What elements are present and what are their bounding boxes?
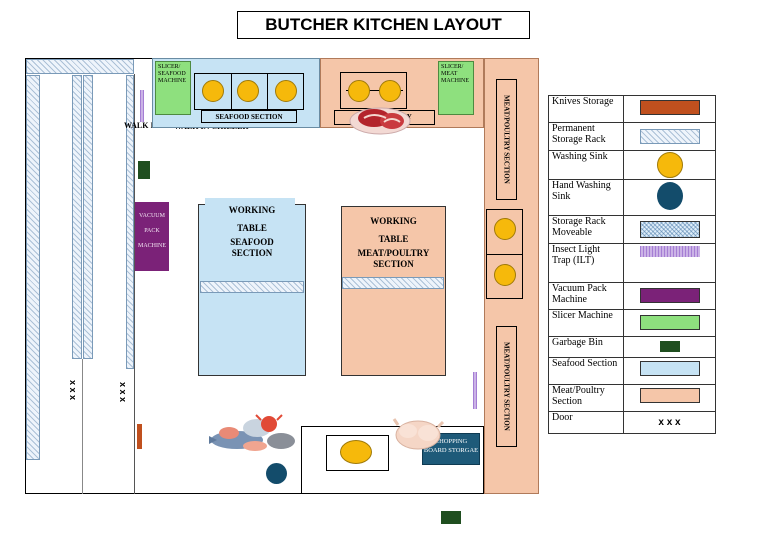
insect-light-trap-right	[473, 372, 477, 409]
permanent-rack-meat-table	[342, 277, 444, 289]
legend-row: Knives Storage	[548, 95, 716, 123]
washing-sink-meat-1[interactable]	[348, 80, 370, 102]
permanent-rack-left-inner	[126, 75, 134, 369]
legend-label: Permanent Storage Rack	[548, 122, 624, 151]
garbage-bin-bottom	[441, 511, 461, 524]
legend-label: Meat/Poultry Section	[548, 384, 624, 412]
washing-sink-meat-2[interactable]	[379, 80, 401, 102]
knives-storage-swatch	[623, 95, 716, 123]
legend-row: Garbage Bin	[548, 336, 716, 358]
working-table-meat: WORKING TABLE MEAT/POULTRY SECTION	[341, 206, 446, 376]
legend-label: Garbage Bin	[548, 336, 624, 358]
knives-storage-left	[137, 424, 142, 449]
seafood-sink-unit	[194, 73, 304, 110]
washing-sink-bottom[interactable]	[340, 440, 372, 464]
seafood-icon	[209, 414, 295, 451]
meat-poultry-swatch	[623, 384, 716, 412]
legend-label: Door	[548, 411, 624, 434]
permanent-rack-top	[26, 59, 134, 74]
meat-icon	[349, 107, 411, 135]
hand-washing-sink-bottom[interactable]	[266, 463, 287, 484]
right-sink-unit	[486, 209, 523, 299]
legend-label: Seafood Section	[548, 357, 624, 385]
legend-label: Storage Rack Moveable	[548, 215, 624, 244]
slicer-seafood-machine: SLICER/ SEAFOOD MACHINE	[155, 61, 191, 115]
door-left[interactable]: x x x	[68, 380, 78, 401]
legend-row: Insect Light Trap (ILT)	[548, 243, 716, 283]
legend-label: Washing Sink	[548, 150, 624, 180]
permanent-rack-left-mid1	[72, 75, 82, 359]
legend-row: Meat/Poultry Section	[548, 384, 716, 412]
vacuum-pack-machine: VACUUM PACK MACHINE	[135, 202, 169, 271]
permanent-rack-left-mid2	[83, 75, 93, 359]
legend-label: Vacuum Pack Machine	[548, 282, 624, 310]
washing-sink-right-1[interactable]	[494, 218, 516, 240]
legend-row: Permanent Storage Rack	[548, 122, 716, 151]
meat-poultry-section-label-top: MEAT/POULTRY SECTION	[496, 79, 517, 200]
legend-row: Storage Rack Moveable	[548, 215, 716, 244]
legend-table: Knives Storage Permanent Storage Rack Wa…	[548, 95, 716, 434]
washing-sink-seafood-1[interactable]	[202, 80, 224, 102]
hand-washing-sink-swatch	[623, 179, 716, 216]
divider-line	[82, 359, 83, 494]
page-title: BUTCHER KITCHEN LAYOUT	[237, 11, 530, 39]
permanent-rack-seafood-table	[200, 281, 304, 293]
meat-sink-unit	[340, 72, 407, 109]
seafood-section-label: SEAFOOD SECTION	[201, 110, 297, 123]
permanent-rack-left-outer	[26, 75, 40, 460]
door-middle[interactable]: x x x	[118, 382, 128, 403]
garbage-bin-left	[138, 161, 150, 179]
slicer-meat-machine: SLICER/ MEAT MACHINE	[438, 61, 474, 115]
permanent-rack-swatch	[623, 122, 716, 151]
divider-line	[134, 74, 135, 494]
slicer-swatch	[623, 309, 716, 337]
poultry-icon	[392, 418, 444, 450]
bottom-counter	[301, 426, 484, 494]
insect-light-trap-left	[140, 90, 144, 122]
legend-row: Washing Sink	[548, 150, 716, 180]
legend-label: Slicer Machine	[548, 309, 624, 337]
washing-sink-seafood-3[interactable]	[275, 80, 297, 102]
working-table-seafood: WORKING TABLE SEAFOOD SECTION	[198, 198, 306, 376]
vacuum-pack-swatch	[623, 282, 716, 310]
legend-row: Seafood Section	[548, 357, 716, 385]
legend-label: Insect Light Trap (ILT)	[548, 243, 624, 283]
garbage-bin-swatch	[623, 336, 716, 358]
seafood-section-swatch	[623, 357, 716, 385]
washing-sink-right-2[interactable]	[494, 264, 516, 286]
ilt-swatch	[623, 243, 716, 283]
legend-row: Vacuum Pack Machine	[548, 282, 716, 310]
washing-sink-seafood-2[interactable]	[237, 80, 259, 102]
washing-sink-swatch	[623, 150, 716, 180]
meat-poultry-section-label-bottom: MEAT/POULTRY SECTION	[496, 326, 517, 447]
legend-row: Door x x x	[548, 411, 716, 434]
legend-row: Hand Washing Sink	[548, 179, 716, 216]
bottom-sink-unit	[326, 435, 389, 471]
door-swatch: x x x	[623, 411, 716, 434]
moveable-rack-swatch	[623, 215, 716, 244]
legend-label: Hand Washing Sink	[548, 179, 624, 216]
legend-row: Slicer Machine	[548, 309, 716, 337]
legend-label: Knives Storage	[548, 95, 624, 123]
